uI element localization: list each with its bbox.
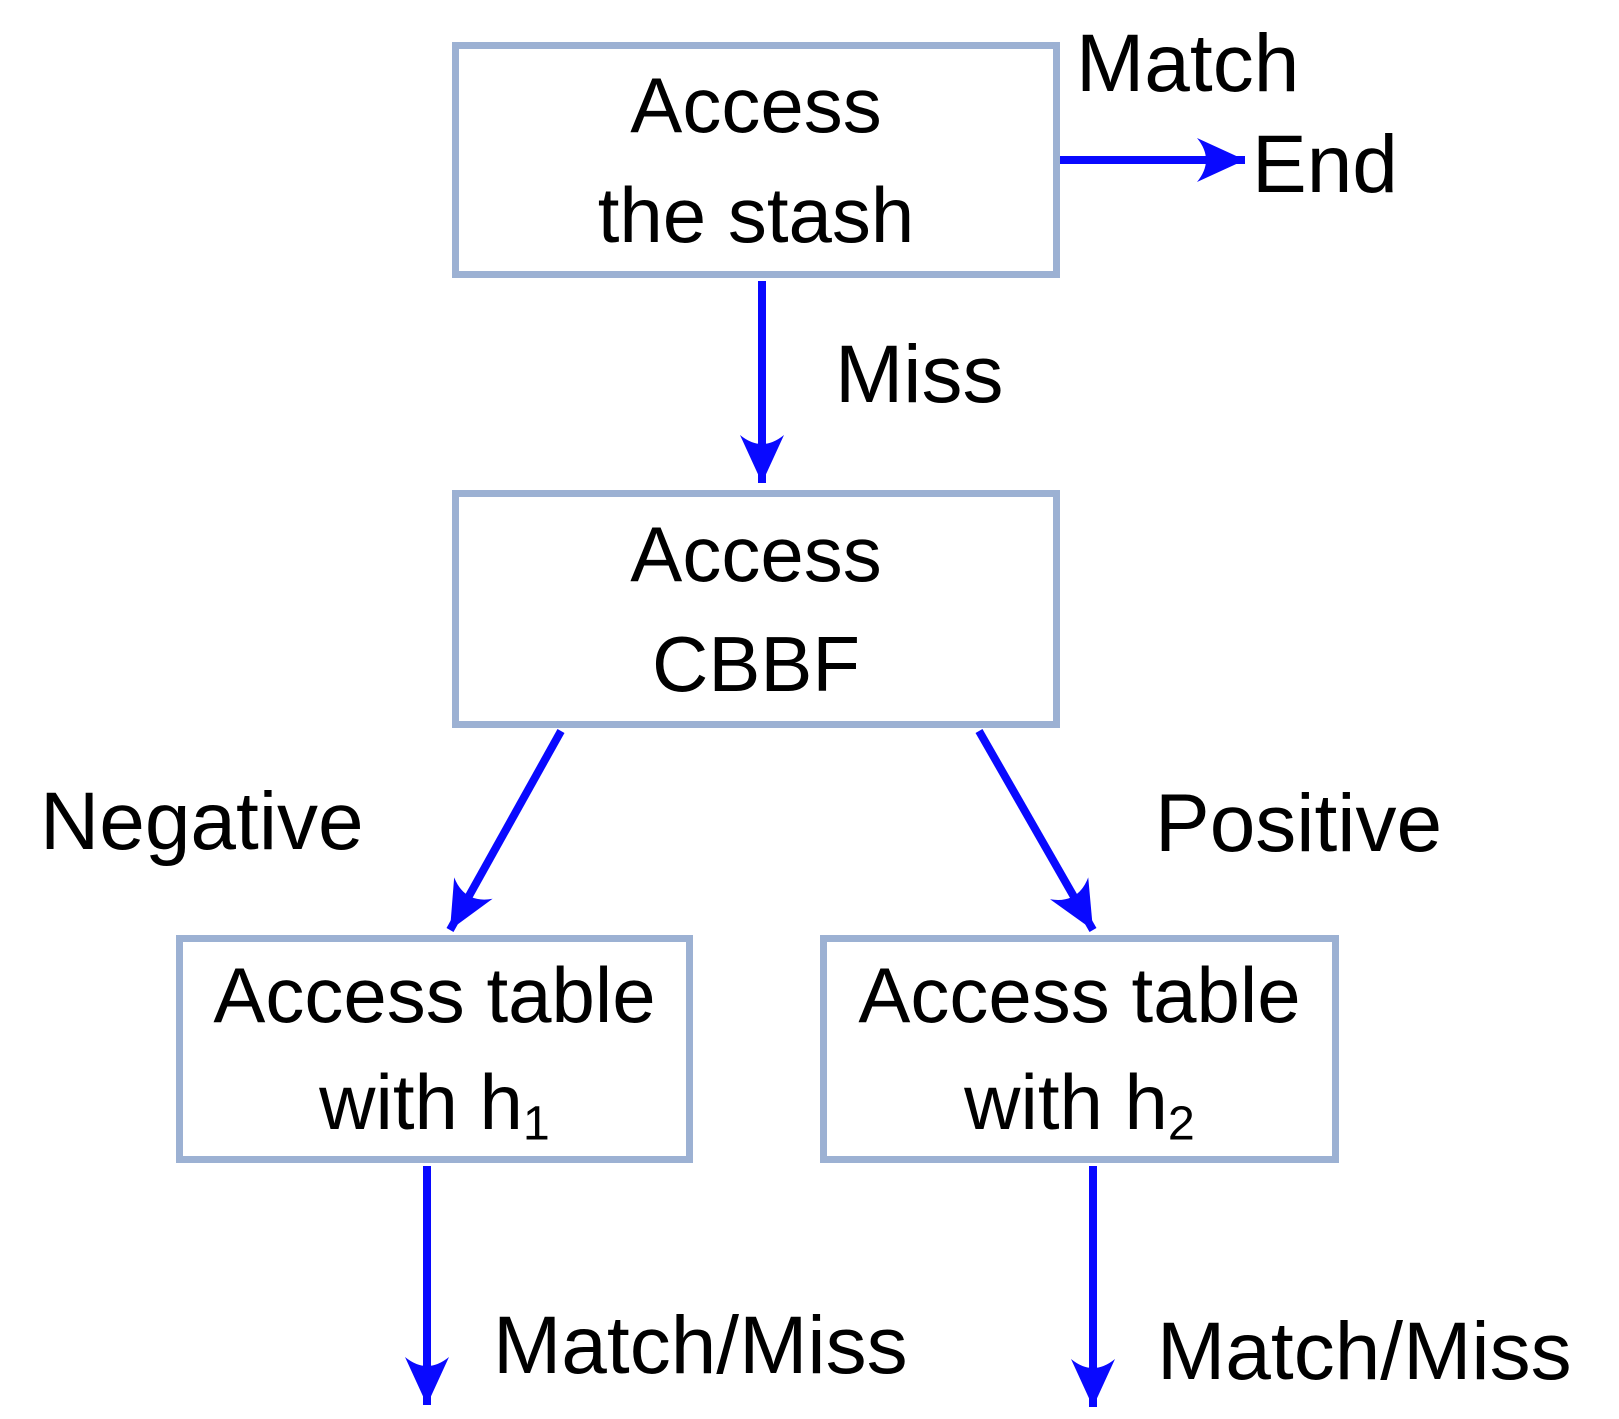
node-text-line: with h1 [319, 1049, 550, 1156]
match-miss-left-label: Match/Miss [493, 1300, 908, 1391]
node-text-line: Access table [213, 951, 656, 1039]
node-text-line: Access table [858, 951, 1301, 1039]
hash-subscript: 2 [1167, 1096, 1195, 1151]
node-text-main: with h [964, 1058, 1168, 1146]
node-text-line: with h2 [964, 1049, 1195, 1156]
positive-edge-label: Positive [1155, 778, 1443, 869]
hash-subscript: 1 [522, 1096, 550, 1151]
node-text-line: CBBF [651, 620, 861, 708]
negative-edge-label: Negative [40, 776, 364, 867]
match-edge-label: Match [1076, 18, 1300, 109]
node-access-table-h1: Access table with h1 [176, 935, 693, 1163]
node-access-table-h2: Access table with h2 [820, 935, 1339, 1163]
match-miss-right-label: Match/Miss [1157, 1306, 1572, 1397]
node-text-main: with h [319, 1058, 523, 1146]
node-text-line: the stash [597, 171, 915, 259]
negative-arrow [446, 729, 565, 932]
node-text-line: Access [630, 61, 882, 149]
node-text-line: Access [630, 510, 882, 598]
miss-edge-label: Miss [835, 329, 1004, 420]
end-label: End [1252, 119, 1398, 210]
node-access-stash: Access the stash [452, 42, 1060, 278]
positive-arrow [975, 729, 1097, 932]
node-access-cbbf: Access CBBF [452, 490, 1060, 728]
